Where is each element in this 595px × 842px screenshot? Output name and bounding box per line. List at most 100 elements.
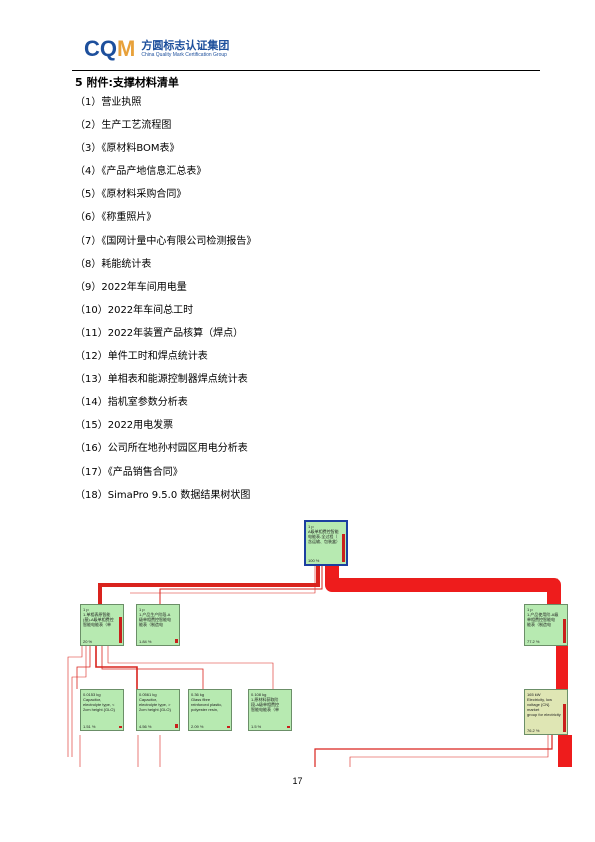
node-label: Glass fibre xyxy=(191,697,211,702)
node-indicator-bar xyxy=(119,726,122,728)
tree-node-root: 1 p A级单相费控智能 电能表-全过程（ 含运输、包装盒） 100 % xyxy=(304,520,348,566)
cqm-logo: CQM 方圆标志认证集团 China Quality Mark Certific… xyxy=(84,38,229,60)
tree-node-level1: 1 p 1.产品生产阶段-A 级单相费控智能电 能表（制造电 1.84 % xyxy=(136,604,180,646)
node-label: group for electricity xyxy=(527,712,561,717)
node-quantity: 0.0153 kg xyxy=(83,692,101,697)
list-item: （9）2022年车间用电量 xyxy=(75,281,187,293)
list-item: （10）2022年车间总工时 xyxy=(75,304,194,316)
list-item: （12）单件工时和焊点统计表 xyxy=(75,351,208,363)
list-item: （1）营业执照 xyxy=(75,97,142,108)
node-indicator-bar xyxy=(342,534,345,562)
node-indicator-bar xyxy=(175,724,178,728)
node-percent: 4.56 % xyxy=(139,724,152,729)
tree-node-level1: 1 p 1.单相表原智能 (基)-A级单相费控 智能电能表（单 20 % xyxy=(80,604,124,646)
tree-node-level2: 165 kW Electricity, low voltage {CN} mar… xyxy=(524,689,568,735)
node-percent: 100 % xyxy=(308,558,320,563)
node-quantity: 0.36 kg xyxy=(191,692,205,697)
connector-n1-c4 xyxy=(107,645,274,689)
node-label: 1.单相表原智能 xyxy=(83,612,111,617)
logo-english-name: China Quality Mark Certification Group xyxy=(141,52,227,58)
node-label: 含运输、包装盒） xyxy=(308,539,340,544)
node-label: 1.产品使用阶-A级 xyxy=(527,612,559,617)
node-label: 能表（制造电 xyxy=(139,622,163,627)
connector-n1-c3 xyxy=(101,645,204,689)
node-percent: 77.2 % xyxy=(527,639,540,644)
tree-connectors xyxy=(67,564,572,767)
node-quantity: 1 p xyxy=(139,607,145,612)
connector-root-n3 xyxy=(325,564,561,604)
node-label: reinforced plastic, xyxy=(191,702,223,707)
connector-c5-branch xyxy=(314,735,553,767)
list-item: （4）《产品产地信息汇总表》 xyxy=(75,166,207,178)
list-item: （5）《原材料采购合同》 xyxy=(75,189,187,201)
tree-node-level2: 0.0561 kg Capacitor, electrolyte type, >… xyxy=(136,689,180,731)
page-header: CQM 方圆标志认证集团 China Quality Mark Certific… xyxy=(0,0,595,72)
node-quantity: 165 kW xyxy=(527,692,541,697)
node-label: 2cm height {GLO} xyxy=(83,707,115,712)
logo-mark: CQM xyxy=(84,38,135,60)
logo-chinese-name: 方圆标志认证集团 xyxy=(141,39,230,52)
node-label: 1.产品生产阶段-A xyxy=(139,612,171,617)
list-item: （8）耗能统计表 xyxy=(75,258,152,270)
list-item: （17）《产品销售合同》 xyxy=(75,466,183,478)
node-percent: 2.09 % xyxy=(191,724,204,729)
node-percent: 1.5 % xyxy=(251,724,262,729)
node-label: polyester resin, xyxy=(191,707,219,712)
node-quantity: 1 p xyxy=(308,524,314,529)
list-item: （2）生产工艺流程图 xyxy=(75,120,172,132)
node-label: (基)-A级单相费控 xyxy=(83,617,114,622)
node-label: 2cm height {GLO} xyxy=(139,707,171,712)
list-item: （14）指机室参数分析表 xyxy=(75,397,188,409)
node-indicator-bar xyxy=(287,726,290,728)
tree-node-level1: 1 p 1.产品使用阶-A级 单相费控智能电 能表（制造电 77.2 % xyxy=(524,604,568,646)
header-rule xyxy=(72,70,540,71)
connector-n1-down-2 xyxy=(71,645,87,757)
node-label: 智能电能表（单 xyxy=(251,707,279,712)
connector-root-n2 xyxy=(159,564,323,604)
node-label: electrolyte type, < xyxy=(83,702,115,707)
node-quantity: 1 p xyxy=(83,607,89,612)
logo-mark-m: M xyxy=(117,36,136,61)
node-label: A级单相费控智能 xyxy=(308,529,339,534)
attachment-list: （1）营业执照 （2）生产工艺流程图 （3）《原材料BOM表》 （4）《产品产地… xyxy=(75,96,256,512)
node-indicator-bar xyxy=(119,617,122,643)
node-indicator-bar xyxy=(563,619,566,643)
node-label: 段-A级单相费控 xyxy=(251,702,279,707)
section-title: 5 附件:支撑材料清单 xyxy=(75,76,179,89)
connector-n1-c1 xyxy=(76,645,91,689)
connector-c5-branch-2 xyxy=(349,735,549,767)
node-label: 智能电能表（单 xyxy=(83,622,111,627)
node-label: 级单相费控智能电 xyxy=(139,617,171,622)
connector-n1-down-1 xyxy=(67,645,83,757)
node-percent: 1.51 % xyxy=(83,724,96,729)
tree-node-level2: 0.108 kg 1.原材料获取阶 段-A级单相费控 智能电能表（单 1.5 % xyxy=(248,689,292,731)
node-quantity: 0.0561 kg xyxy=(139,692,157,697)
node-indicator-bar xyxy=(175,639,178,643)
list-item: （3）《原材料BOM表》 xyxy=(75,143,180,155)
node-label: voltage {CN} market xyxy=(527,702,550,712)
connector-thin-2 xyxy=(130,564,316,594)
node-percent: 1.84 % xyxy=(139,639,152,644)
node-label: 电能表-全过程（ xyxy=(308,534,338,539)
logo-mark-cq: CQ xyxy=(84,36,117,61)
tree-node-level2: 0.0153 kg Capacitor, electrolyte type, <… xyxy=(80,689,124,731)
node-label: 1.原材料获取阶 xyxy=(251,697,279,702)
node-percent: 76.2 % xyxy=(527,728,540,733)
node-label: Capacitor, xyxy=(83,697,102,702)
node-label: Electricity, low xyxy=(527,697,553,702)
list-item: （18）SimaPro 9.5.0 数据结果树状图 xyxy=(75,489,251,501)
node-label: 单相费控智能电 xyxy=(527,617,555,622)
node-quantity: 1 p xyxy=(527,607,533,612)
node-label: electrolyte type, > xyxy=(139,702,171,707)
tree-node-level2: 0.36 kg Glass fibre reinforced plastic, … xyxy=(188,689,232,731)
logo-text: 方圆标志认证集团 China Quality Mark Certificatio… xyxy=(141,39,229,59)
list-item: （13）单相表和能源控制器焊点统计表 xyxy=(75,374,248,386)
node-percent: 20 % xyxy=(83,639,93,644)
node-quantity: 0.108 kg xyxy=(251,692,267,697)
connector-thin-1 xyxy=(325,564,558,580)
list-item: （11）2022年装置产品核算（焊点） xyxy=(75,327,244,339)
node-label: Capacitor, xyxy=(139,697,158,702)
page-number: 17 xyxy=(292,776,303,786)
list-item: （7）《国网计量中心有限公司检测报告》 xyxy=(75,235,257,247)
connector-root-n1 xyxy=(98,564,320,604)
